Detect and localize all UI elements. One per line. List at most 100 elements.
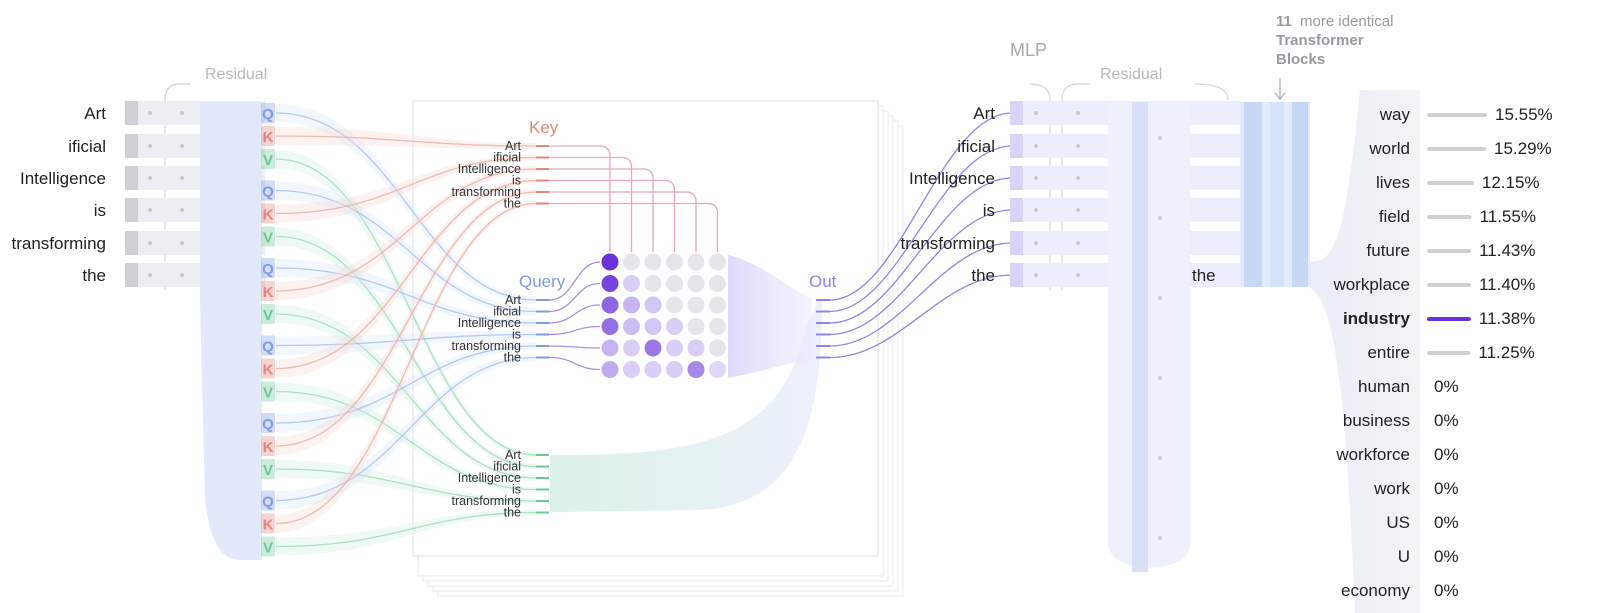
- q-letter: Q: [262, 184, 274, 201]
- query-token: transforming: [452, 339, 522, 353]
- attention-cell[interactable]: [666, 275, 683, 292]
- qkv-connector: [275, 235, 537, 468]
- attention-cell[interactable]: [709, 275, 726, 292]
- probability-bar: [1427, 351, 1471, 355]
- qkv-connector-band: [276, 181, 536, 316]
- attention-cell[interactable]: [644, 253, 662, 271]
- attention-cell[interactable]: [601, 253, 619, 271]
- mlp-token: is: [983, 201, 995, 220]
- attention-cell[interactable]: [666, 253, 683, 271]
- v-letter: V: [263, 307, 273, 324]
- out-connector: [829, 177, 1013, 324]
- qkv-connector-band: [276, 305, 536, 481]
- qkv-connector: [275, 345, 537, 424]
- attention-cell[interactable]: [623, 296, 640, 314]
- v-vector-cell: [261, 459, 275, 479]
- prediction-word: field: [1379, 207, 1410, 226]
- residual-dot: [180, 111, 184, 115]
- attention-cell[interactable]: [644, 339, 662, 357]
- attention-cell[interactable]: [623, 275, 640, 292]
- attention-cell[interactable]: [623, 361, 640, 378]
- key-token: ificial: [493, 151, 521, 165]
- attention-cell[interactable]: [666, 318, 683, 335]
- attention-cell[interactable]: [601, 275, 619, 292]
- attention-cell[interactable]: [666, 296, 683, 314]
- attention-cell[interactable]: [687, 275, 705, 292]
- attention-cell[interactable]: [644, 296, 662, 314]
- attention-cell[interactable]: [644, 361, 662, 378]
- k-vector-cell: [261, 513, 275, 534]
- k-vector-cell: [261, 358, 275, 379]
- attention-cell[interactable]: [601, 361, 619, 378]
- attention-cell[interactable]: [687, 296, 705, 314]
- attention-cell[interactable]: [709, 361, 726, 378]
- attention-cell[interactable]: [709, 318, 726, 335]
- attention-cell[interactable]: [687, 339, 705, 357]
- attention-cell[interactable]: [623, 253, 640, 271]
- out-connector: [829, 145, 1013, 313]
- q-vector-cell: [261, 180, 275, 201]
- query-to-row-line: [548, 261, 601, 301]
- q-vector-cell: [261, 413, 275, 433]
- attention-cell[interactable]: [601, 296, 619, 314]
- qkv-connector: [275, 267, 537, 324]
- v-vector-cell: [261, 536, 275, 557]
- token-embedding-block: [125, 263, 138, 287]
- input-token: is: [94, 201, 106, 220]
- mlp-dot: [1158, 216, 1162, 220]
- attention-cell[interactable]: [623, 318, 640, 335]
- attention-cell[interactable]: [666, 361, 683, 378]
- attention-cell[interactable]: [666, 339, 683, 357]
- qkv-connector-band: [276, 259, 536, 327]
- attention-cell[interactable]: [687, 318, 705, 335]
- attention-cell[interactable]: [709, 339, 726, 357]
- svg-text:11 more identical: 11 more identical: [1276, 13, 1393, 30]
- more-blocks-text: more identical: [1300, 13, 1393, 30]
- attention-output-block: [1010, 166, 1023, 190]
- qkv-connector: [275, 112, 537, 301]
- attention-cell[interactable]: [687, 253, 705, 271]
- attention-cell[interactable]: [623, 339, 640, 357]
- attention-cell[interactable]: [709, 296, 726, 314]
- residual-left-label: Residual: [205, 66, 267, 83]
- prediction-percent: 12.15%: [1482, 173, 1540, 192]
- qkv-connector-band: [276, 353, 536, 510]
- attention-cell[interactable]: [687, 361, 705, 378]
- attention-cell[interactable]: [644, 275, 662, 292]
- query-token: is: [512, 328, 521, 342]
- residual-dot: [148, 111, 152, 115]
- attention-cell[interactable]: [709, 253, 726, 271]
- prediction-percent: 0%: [1434, 479, 1459, 498]
- qkv-connector: [275, 333, 537, 347]
- query-token: ificial: [493, 305, 521, 319]
- token-embedding-block: [125, 198, 138, 222]
- more-blocks-count: 11: [1276, 13, 1292, 30]
- key-token: Art: [505, 139, 522, 153]
- qkv-connector-lines: [275, 104, 719, 556]
- attention-cell[interactable]: [644, 318, 662, 335]
- residual-dot: [180, 241, 184, 245]
- attention-cell[interactable]: [601, 318, 619, 335]
- mlp-token: the: [971, 266, 995, 285]
- mlp-label: MLP: [1010, 40, 1047, 60]
- query-token: the: [504, 351, 521, 365]
- key-to-column-line: [549, 191, 697, 252]
- k-vector-cell: [261, 203, 275, 224]
- attention-cell[interactable]: [601, 339, 619, 357]
